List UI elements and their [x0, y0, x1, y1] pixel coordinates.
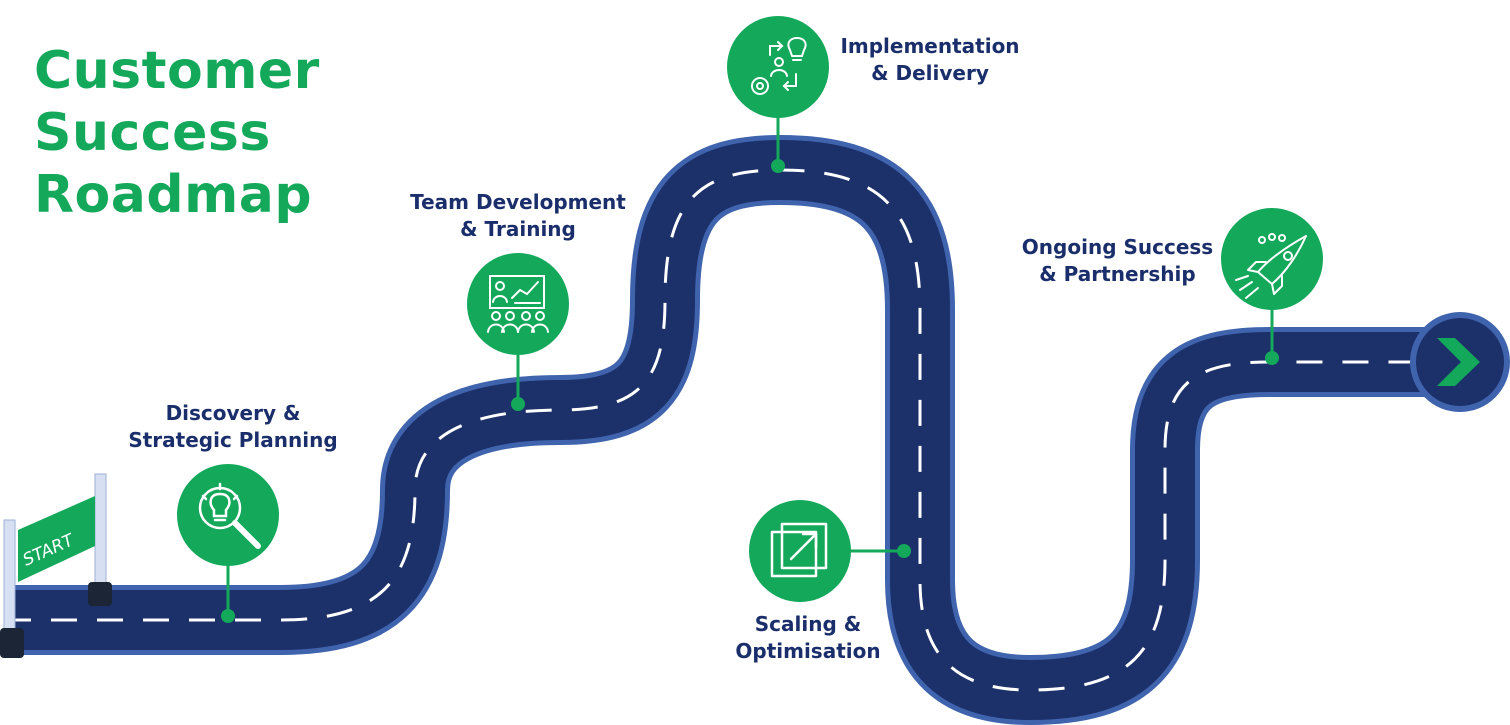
expand-arrow-icon: [770, 522, 828, 578]
milestone-label-line-2: & Training: [460, 217, 576, 241]
chevron-right-icon: [1437, 338, 1480, 386]
title-line-1: Customer: [34, 41, 320, 101]
milestone-implementation: [727, 16, 829, 173]
finish-marker: [1410, 312, 1510, 412]
title-line-3: Roadmap: [34, 165, 313, 225]
milestone-label-line-1: Ongoing Success: [1021, 235, 1214, 259]
milestone-label-line-2: & Partnership: [1039, 262, 1196, 286]
presentation-team-icon: [487, 275, 549, 333]
milestone-label-ongoing-success: Ongoing Success & Partnership: [1000, 234, 1235, 288]
milestone-label-implementation: Implementation & Delivery: [815, 33, 1045, 87]
milestone-label-discovery: Discovery & Strategic Planning: [108, 400, 358, 454]
milestone-label-scaling: Scaling & Optimisation: [698, 611, 918, 665]
title-line-2: Success: [34, 103, 271, 163]
milestone-team-development: [467, 253, 569, 411]
milestone-label-line-1: Discovery &: [165, 401, 301, 425]
milestone-scaling: [749, 500, 911, 602]
milestone-label-line-1: Implementation: [840, 34, 1020, 58]
milestone-label-line-1: Scaling &: [754, 612, 862, 636]
gears-idea-cycle-icon: [751, 36, 807, 95]
milestone-label-line-2: & Delivery: [871, 61, 989, 85]
start-banner: [18, 496, 95, 582]
milestone-label-line-2: Optimisation: [735, 639, 881, 663]
milestone-label-line-1: Team Development: [410, 190, 626, 214]
lightbulb-magnifier-icon: [198, 482, 261, 549]
milestone-ongoing-success: [1221, 208, 1323, 365]
rocket-team-icon: [1235, 233, 1307, 299]
page-title: Customer Success Roadmap: [34, 40, 320, 226]
milestone-label-team-development: Team Development & Training: [388, 189, 648, 243]
milestone-label-line-2: Strategic Planning: [128, 428, 338, 452]
milestone-discovery: [177, 464, 279, 623]
